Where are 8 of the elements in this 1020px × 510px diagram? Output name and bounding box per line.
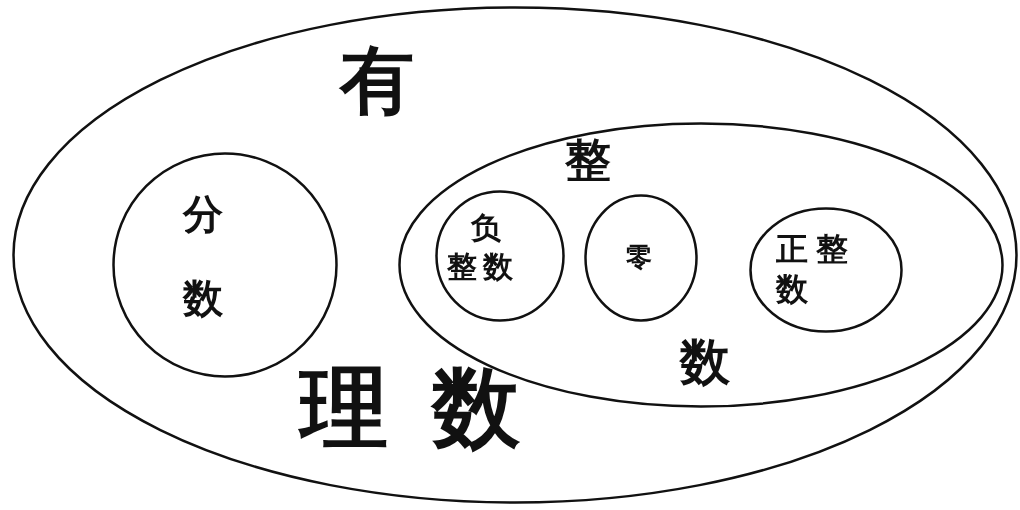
label-text: 理数 bbox=[300, 360, 564, 457]
label-text: 正整数 bbox=[776, 229, 857, 309]
label-text: 有 bbox=[340, 40, 414, 122]
label-text: 零 bbox=[626, 243, 652, 272]
label-text: 数 bbox=[680, 335, 730, 390]
label-text: 分数 bbox=[183, 190, 223, 323]
label-text: 整 bbox=[565, 135, 611, 186]
label-text: 负整数 bbox=[447, 209, 520, 286]
